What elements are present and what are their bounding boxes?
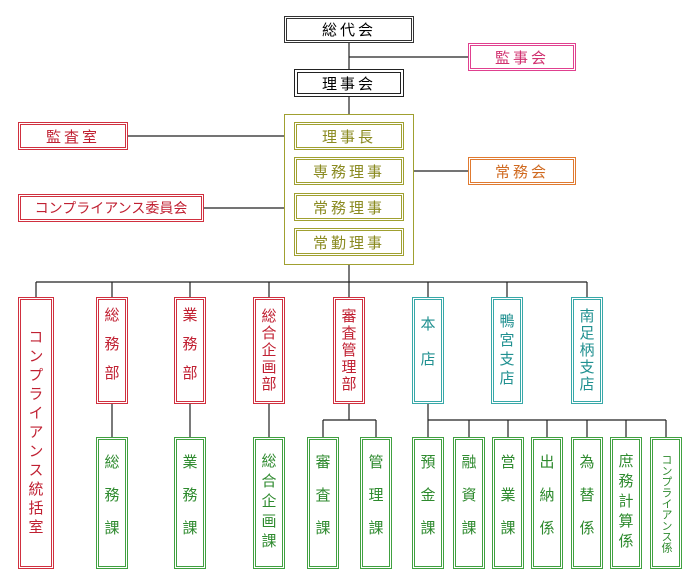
jokin-box: 常勤理事 xyxy=(294,228,404,256)
somuka-label: 総務課 xyxy=(102,453,121,553)
sodaikai-box: 総代会 xyxy=(284,16,414,43)
yushika-label: 融資課 xyxy=(459,453,478,553)
honten-box: 本店 xyxy=(412,297,444,404)
suitogakari-box: 出納係 xyxy=(531,437,563,569)
jomukai-box: 常務会 xyxy=(468,157,576,185)
kawasegakari-label: 為替係 xyxy=(577,453,596,553)
shinsakanribu-label: 審査管理部 xyxy=(339,308,358,393)
shinsaka-box: 審査課 xyxy=(307,437,339,569)
compliance-dept-label: コンプライアンス統括室 xyxy=(26,328,45,538)
compliance-committee-box: コンプライアンス委員会 xyxy=(18,194,204,222)
somubu-label: 総務部 xyxy=(102,307,121,394)
shinsakanribu-box: 審査管理部 xyxy=(333,297,365,404)
shinsaka-label: 審査課 xyxy=(313,453,332,553)
minamiashigara-box: 南足柄支店 xyxy=(571,297,603,404)
honten-label: 本店 xyxy=(418,315,437,386)
yushika-box: 融資課 xyxy=(453,437,485,569)
kansakai-box: 監事会 xyxy=(468,43,576,71)
suitogakari-label: 出納係 xyxy=(537,453,556,553)
kansakai-label: 監事会 xyxy=(494,48,549,67)
shomukeisangakari-label: 庶務計算係 xyxy=(616,453,635,553)
rijicho-box: 理事長 xyxy=(294,122,404,150)
rijikai-label: 理事会 xyxy=(321,74,376,93)
gyomubu-label: 業務部 xyxy=(180,307,199,394)
sogokikakuka-label: 総合企画課 xyxy=(259,453,278,553)
gyomubu-box: 業務部 xyxy=(174,297,206,404)
jomu-label: 常務理事 xyxy=(312,198,385,217)
shomukeisangakari-box: 庶務計算係 xyxy=(610,437,642,569)
rijicho-label: 理事長 xyxy=(321,127,376,146)
jokin-label: 常勤理事 xyxy=(312,233,385,252)
senmu-label: 専務理事 xyxy=(312,162,385,181)
minamiashigara-label: 南足柄支店 xyxy=(577,308,596,393)
yokinka-box: 預金課 xyxy=(412,437,444,569)
jomukai-label: 常務会 xyxy=(494,162,549,181)
eigyoka-box: 営業課 xyxy=(492,437,524,569)
sodaikai-label: 総代会 xyxy=(321,21,376,39)
compliance-gakari-label: コンプライアンス係 xyxy=(660,453,673,553)
somuka-box: 総務課 xyxy=(96,437,128,569)
jomu-box: 常務理事 xyxy=(294,193,404,221)
sogokikakubu-box: 総合企画部 xyxy=(253,297,285,404)
compliance-gakari-box: コンプライアンス係 xyxy=(650,437,682,569)
kansashitsu-label: 監査室 xyxy=(45,127,100,146)
yokinka-label: 預金課 xyxy=(418,453,437,553)
kansashitsu-box: 監査室 xyxy=(18,122,128,150)
eigyoka-label: 営業課 xyxy=(498,453,517,553)
kanrika-box: 管理課 xyxy=(360,437,392,569)
compliance-dept-box: コンプライアンス統括室 xyxy=(18,297,54,569)
somubu-box: 総務部 xyxy=(96,297,128,404)
kamomiya-box: 鴨宮支店 xyxy=(491,297,523,404)
kamomiya-label: 鴨宮支店 xyxy=(497,312,516,389)
kanrika-label: 管理課 xyxy=(366,453,385,553)
compliance-committee-label: コンプライアンス委員会 xyxy=(34,201,188,217)
rijikai-box: 理事会 xyxy=(294,69,404,97)
sogokikakubu-label: 総合企画部 xyxy=(259,308,278,393)
executive-group xyxy=(284,114,414,265)
sogokikakuka-box: 総合企画課 xyxy=(253,437,285,569)
gyomuka-box: 業務課 xyxy=(174,437,206,569)
gyomuka-label: 業務課 xyxy=(180,453,199,553)
kawasegakari-box: 為替係 xyxy=(571,437,603,569)
senmu-box: 専務理事 xyxy=(294,157,404,185)
